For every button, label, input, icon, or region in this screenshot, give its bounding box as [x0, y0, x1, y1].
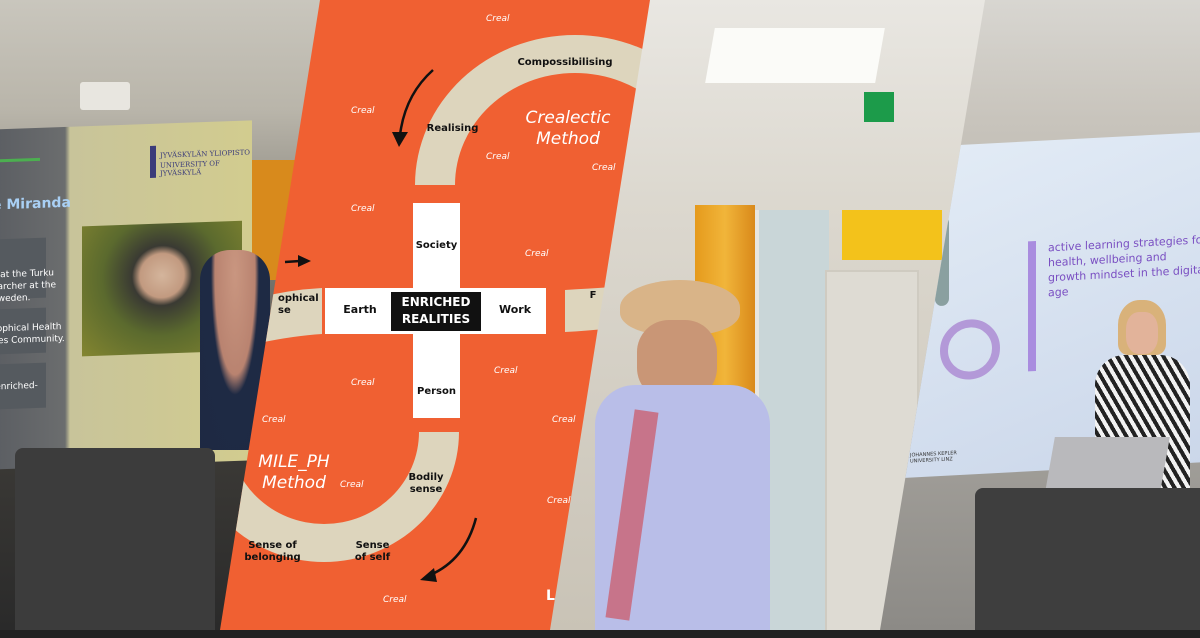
fragment-line: se	[278, 305, 291, 316]
label-society: Society	[415, 240, 458, 251]
ceiling-light	[80, 82, 130, 110]
creal-label: Creal	[383, 595, 407, 605]
creal-label: Creal	[547, 496, 571, 506]
lower-arc	[220, 432, 459, 562]
method-line: MILE_PH	[258, 452, 330, 472]
slide-line: Sweden.	[0, 293, 31, 305]
label-sense-of-self: Sense of self	[354, 540, 391, 563]
label-earth: Earth	[343, 303, 377, 316]
exit-sign-icon	[864, 92, 894, 122]
label-person: Person	[417, 386, 456, 397]
laptop	[1045, 437, 1170, 492]
creal-label: Creal	[351, 378, 375, 388]
fragment-line: ophical	[278, 293, 319, 304]
method-line: Method	[536, 129, 600, 149]
slide-line: -enriched-	[0, 380, 38, 393]
arrow-icon	[429, 517, 478, 577]
corner-mark: L	[546, 588, 555, 604]
creal-label: Creal	[486, 14, 510, 24]
lectern	[15, 448, 215, 630]
ceiling-light	[705, 28, 885, 83]
slide-divider	[1028, 240, 1036, 372]
creal-label: Creal	[351, 204, 375, 214]
presenter	[575, 280, 770, 630]
label-bodily-sense: Bodily sense	[408, 472, 444, 495]
lectern	[975, 488, 1200, 630]
center-label-line: ENRICHED	[401, 295, 471, 309]
arrow-icon	[398, 69, 434, 136]
creal-label: Creal	[486, 152, 510, 162]
method-line: Crealectic	[525, 108, 611, 128]
arrow-icon	[284, 259, 301, 264]
slide-speaker-name: e Miranda	[0, 194, 71, 214]
slide-line: ties Community.	[0, 333, 65, 347]
slide-footer-logo: JOHANNES KEPLER UNIVERSITY LINZ	[910, 450, 957, 465]
arrowhead-icon	[392, 132, 408, 147]
creal-label: Creal	[351, 106, 375, 116]
creal-label: Creal	[340, 480, 364, 490]
creal-label: Creal	[494, 366, 518, 376]
slide-title: active learning strategies for health, w…	[1048, 232, 1200, 300]
creal-label: Creal	[592, 163, 616, 173]
center-label: ENRICHED REALITIES	[391, 294, 481, 328]
center-label-line: REALITIES	[401, 312, 471, 326]
upper-arc	[415, 35, 652, 185]
label-right-fragment: F	[589, 290, 597, 301]
creal-label: Creal	[525, 249, 549, 259]
logo-text: UNIVERSITY OF JYVÄSKYLÄ	[160, 159, 220, 178]
center-box	[391, 292, 481, 331]
creal-label: Creal	[262, 415, 286, 425]
university-logo-icon	[150, 145, 156, 178]
label-sense-of-belonging: Sense of belonging	[244, 540, 301, 563]
arrowhead-icon	[298, 255, 311, 267]
yellow-sign	[842, 210, 942, 260]
arrowhead-icon	[420, 568, 437, 582]
label-compossibilising: Compossibilising	[517, 57, 613, 68]
creal-label: Creal	[552, 415, 576, 425]
slide-logo-graphic	[940, 317, 1000, 382]
label-realising: Realising	[426, 123, 479, 134]
method-line: Method	[262, 473, 326, 493]
label-work: Work	[498, 303, 532, 316]
